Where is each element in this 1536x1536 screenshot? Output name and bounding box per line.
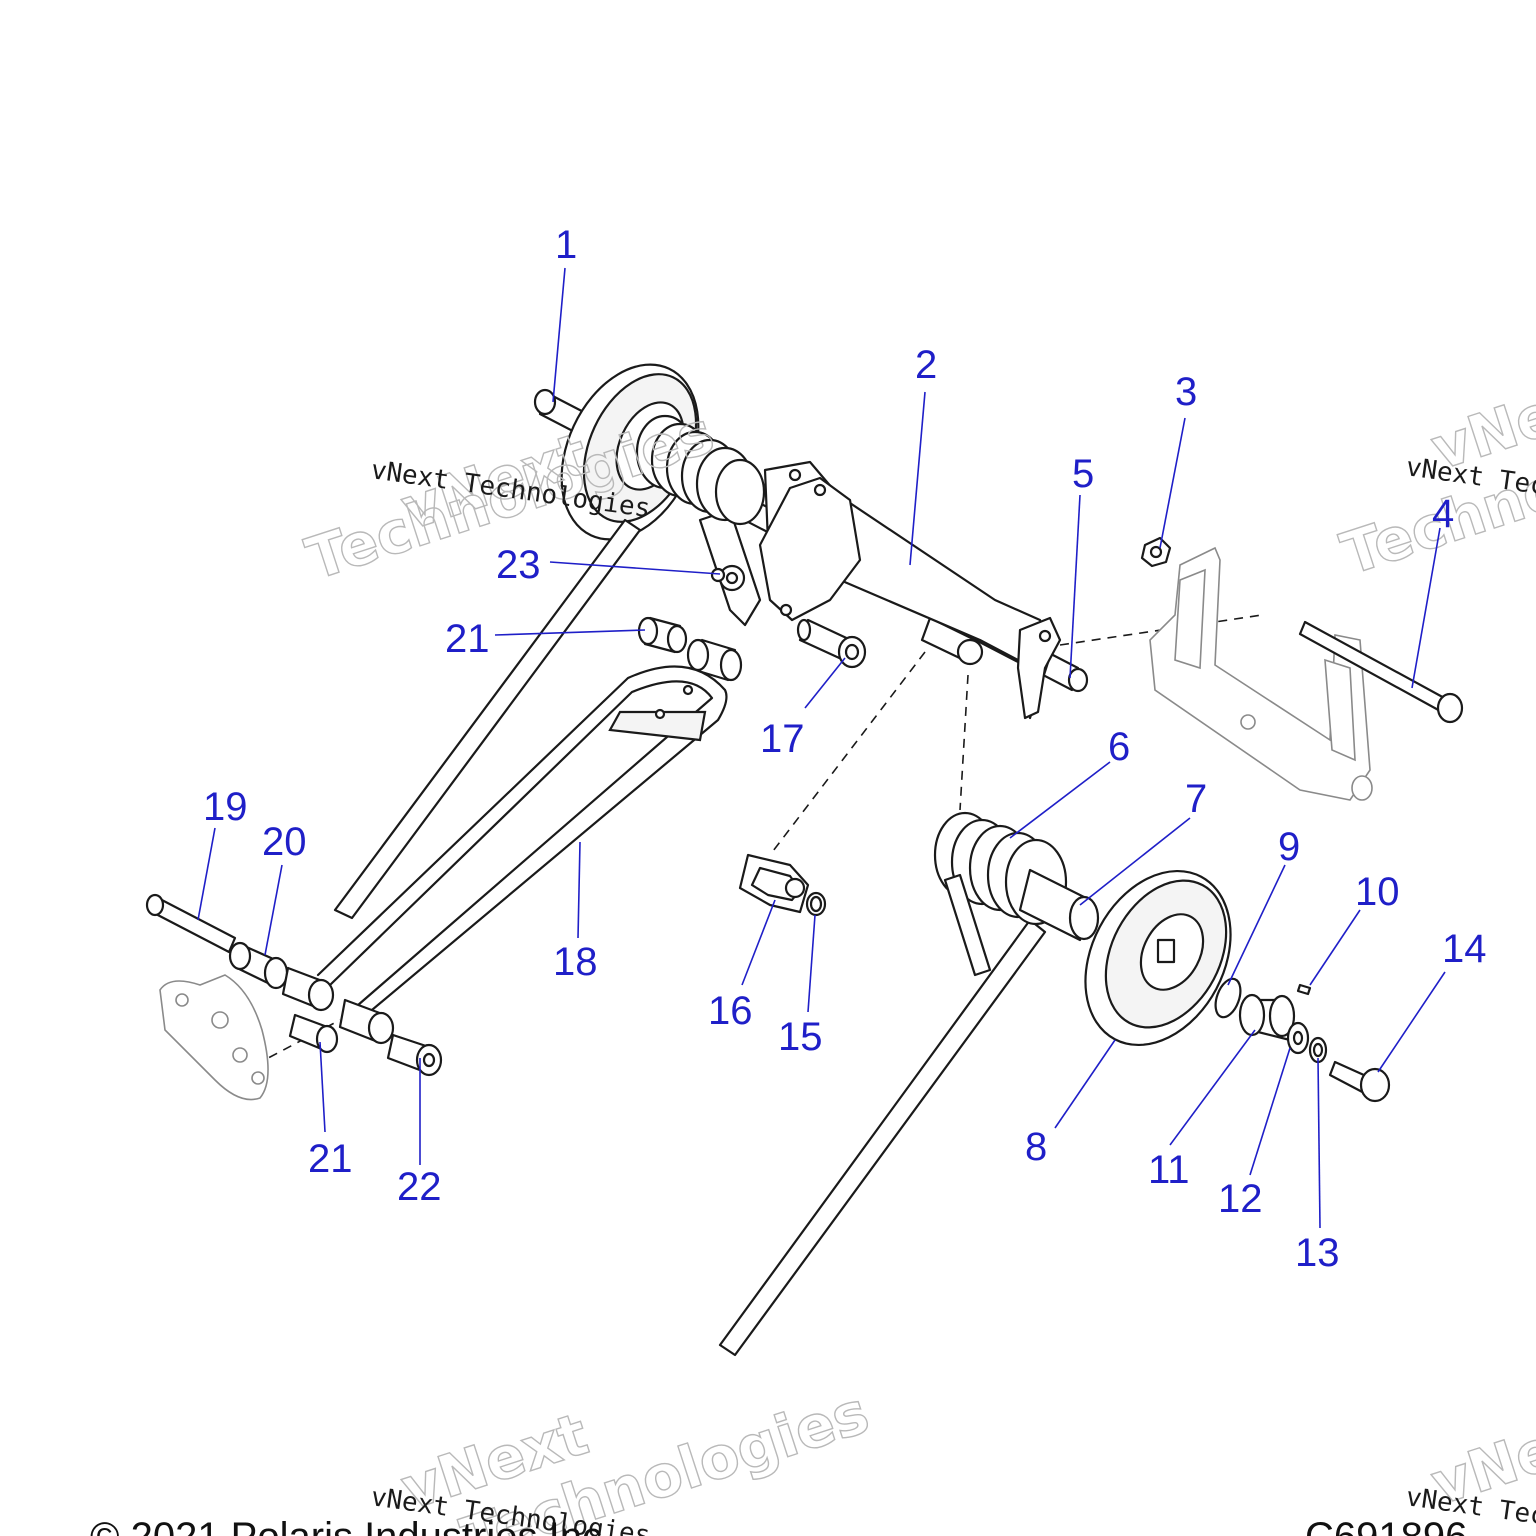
callout-2: 2 [915,343,937,387]
ghost-frame-bracket [1149,546,1373,801]
callout-9: 9 [1278,825,1300,869]
callout-23: 23 [496,543,541,587]
part-21-bushing-lower [288,1013,339,1054]
bushings-upper [637,616,743,682]
callout-14: 14 [1442,927,1487,971]
part-16-block [738,853,810,914]
callout-22: 22 [397,1165,442,1209]
part-18-hoop-arm [316,665,728,1022]
part-15-oring [805,891,827,917]
callout-5: 5 [1072,452,1094,496]
callout-6: 6 [1108,725,1130,769]
callout-15: 15 [778,1015,823,1059]
part-4-bolt [1298,620,1464,724]
callout-16: 16 [708,989,753,1033]
part-10-pin [1296,983,1312,996]
callout-19: 19 [203,785,248,829]
watermarks: vNext Technologies vNext Technologies vN… [298,359,1536,1536]
part-12-washer [1286,1021,1310,1055]
callout-13: 13 [1295,1231,1340,1275]
part-14-bolt [1328,1060,1391,1103]
callout-8: 8 [1025,1125,1047,1169]
part-23-nut [710,564,746,592]
callout-20: 20 [262,820,307,864]
callout-21-lower: 21 [308,1137,353,1181]
callout-1: 1 [555,223,577,267]
callout-11: 11 [1148,1148,1190,1192]
callout-4: 4 [1432,492,1454,536]
callout-labels: 1 2 3 4 5 6 7 8 9 10 11 12 13 14 15 16 1… [203,223,1487,1275]
callout-17: 17 [760,717,805,761]
part-13-washer [1308,1036,1328,1064]
part-8-idler-wheel [1084,869,1232,1047]
spring-legs [333,518,1047,1357]
ghost-mount-plate [159,974,269,1101]
part-20-bushing [228,941,289,990]
callout-18: 18 [553,940,598,984]
lower-link-bushings [281,966,395,1045]
part-22-bushing [386,1033,443,1077]
part-9-ring [1214,977,1242,1019]
torsion-spring-upper [635,414,766,526]
callout-3: 3 [1175,370,1197,414]
part-7-sleeve [1018,868,1100,942]
part-11-spacer [1238,993,1296,1042]
callout-10: 10 [1355,870,1400,914]
figure-code: C691896 [1305,1515,1467,1536]
callout-7: 7 [1185,777,1207,821]
part-17-bolt [796,618,867,669]
part-3-nut [1140,536,1172,568]
callout-12: 12 [1218,1177,1263,1221]
part-19-bolt [145,893,237,954]
leader-lines [197,267,1446,1229]
callout-21-upper: 21 [445,617,490,661]
